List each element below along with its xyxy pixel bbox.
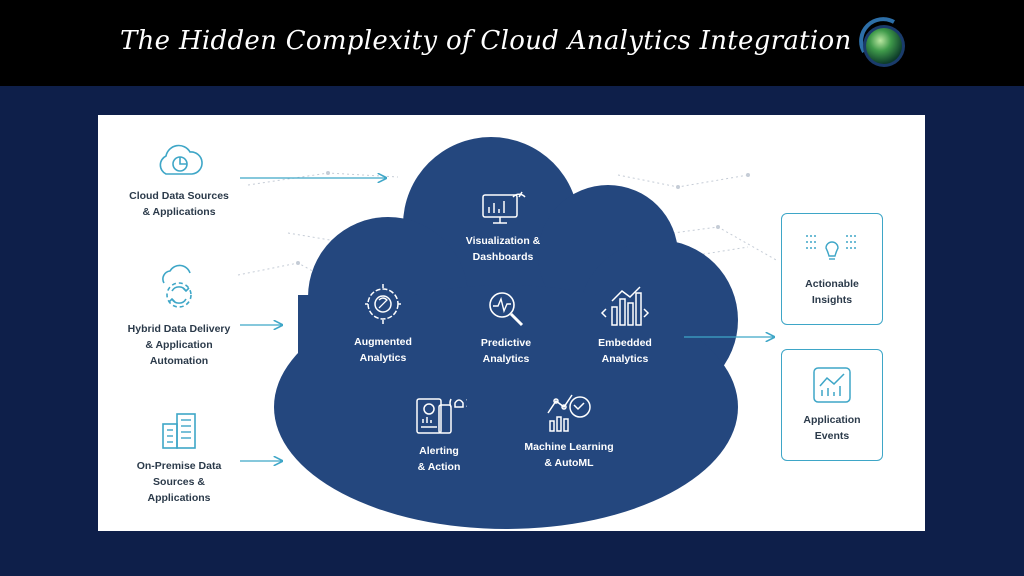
magnifier-pulse-icon — [489, 292, 524, 327]
building-icon — [162, 413, 196, 449]
cloud-item-label: Visualization & Dashboards — [465, 235, 541, 263]
cloud-item-alerting: Alerting & Action — [374, 393, 504, 475]
source-hybrid-delivery: Hybrid Data Delivery & Application Autom… — [104, 261, 254, 369]
source-on-premise: On-Premise Data Sources & Applications — [104, 410, 254, 506]
monitor-chart-icon — [482, 191, 526, 224]
output-application-events: Application Events — [781, 349, 883, 461]
lightbulb-binary-icon — [806, 235, 858, 260]
diagram-panel: Cloud Data Sources & Applications Hybrid… — [98, 115, 925, 531]
cloud-item-machine-learning: Machine Learning & AutoML — [504, 391, 634, 471]
cloud-item-label: Embedded Analytics — [598, 337, 652, 365]
diagram-graphics — [237, 137, 779, 529]
cloud-chart-icon — [159, 144, 203, 175]
cloud-item-label: Machine Learning & AutoML — [524, 441, 614, 469]
cloud-item-predictive: Predictive Analytics — [441, 287, 571, 367]
globe-orb-icon — [859, 17, 905, 67]
source-label: Hybrid Data Delivery & Application Autom… — [127, 323, 231, 367]
header-bar: The Hidden Complexity of Cloud Analytics… — [0, 0, 1024, 86]
cloud-item-label: Augmented Analytics — [354, 336, 412, 364]
analytics-cloud — [274, 137, 738, 529]
brain-gear-icon — [365, 284, 401, 324]
flow-arrows — [240, 178, 774, 461]
source-label: On-Premise Data Sources & Applications — [136, 460, 222, 504]
cloud-item-label: Predictive Analytics — [480, 337, 532, 365]
chart-screen-icon — [813, 367, 851, 403]
cloud-item-embedded: Embedded Analytics — [560, 283, 690, 367]
cloud-item-augmented: Augmented Analytics — [318, 280, 448, 366]
cloud-item-visualization: Visualization & Dashboards — [438, 187, 568, 265]
source-label: Cloud Data Sources & Applications — [129, 190, 229, 218]
cloud-item-label: Alerting & Action — [417, 445, 461, 473]
source-cloud-data: Cloud Data Sources & Applications — [104, 140, 254, 220]
output-actionable-insights: Actionable Insights — [781, 213, 883, 325]
bar-chart-code-icon — [600, 286, 650, 326]
sync-cloud-icon — [162, 264, 192, 308]
ml-chart-icon — [547, 394, 591, 432]
output-label: Application Events — [803, 414, 861, 442]
tablet-phone-alert-icon — [416, 398, 467, 434]
page-title: The Hidden Complexity of Cloud Analytics… — [120, 26, 852, 56]
output-label: Actionable Insights — [805, 278, 859, 306]
